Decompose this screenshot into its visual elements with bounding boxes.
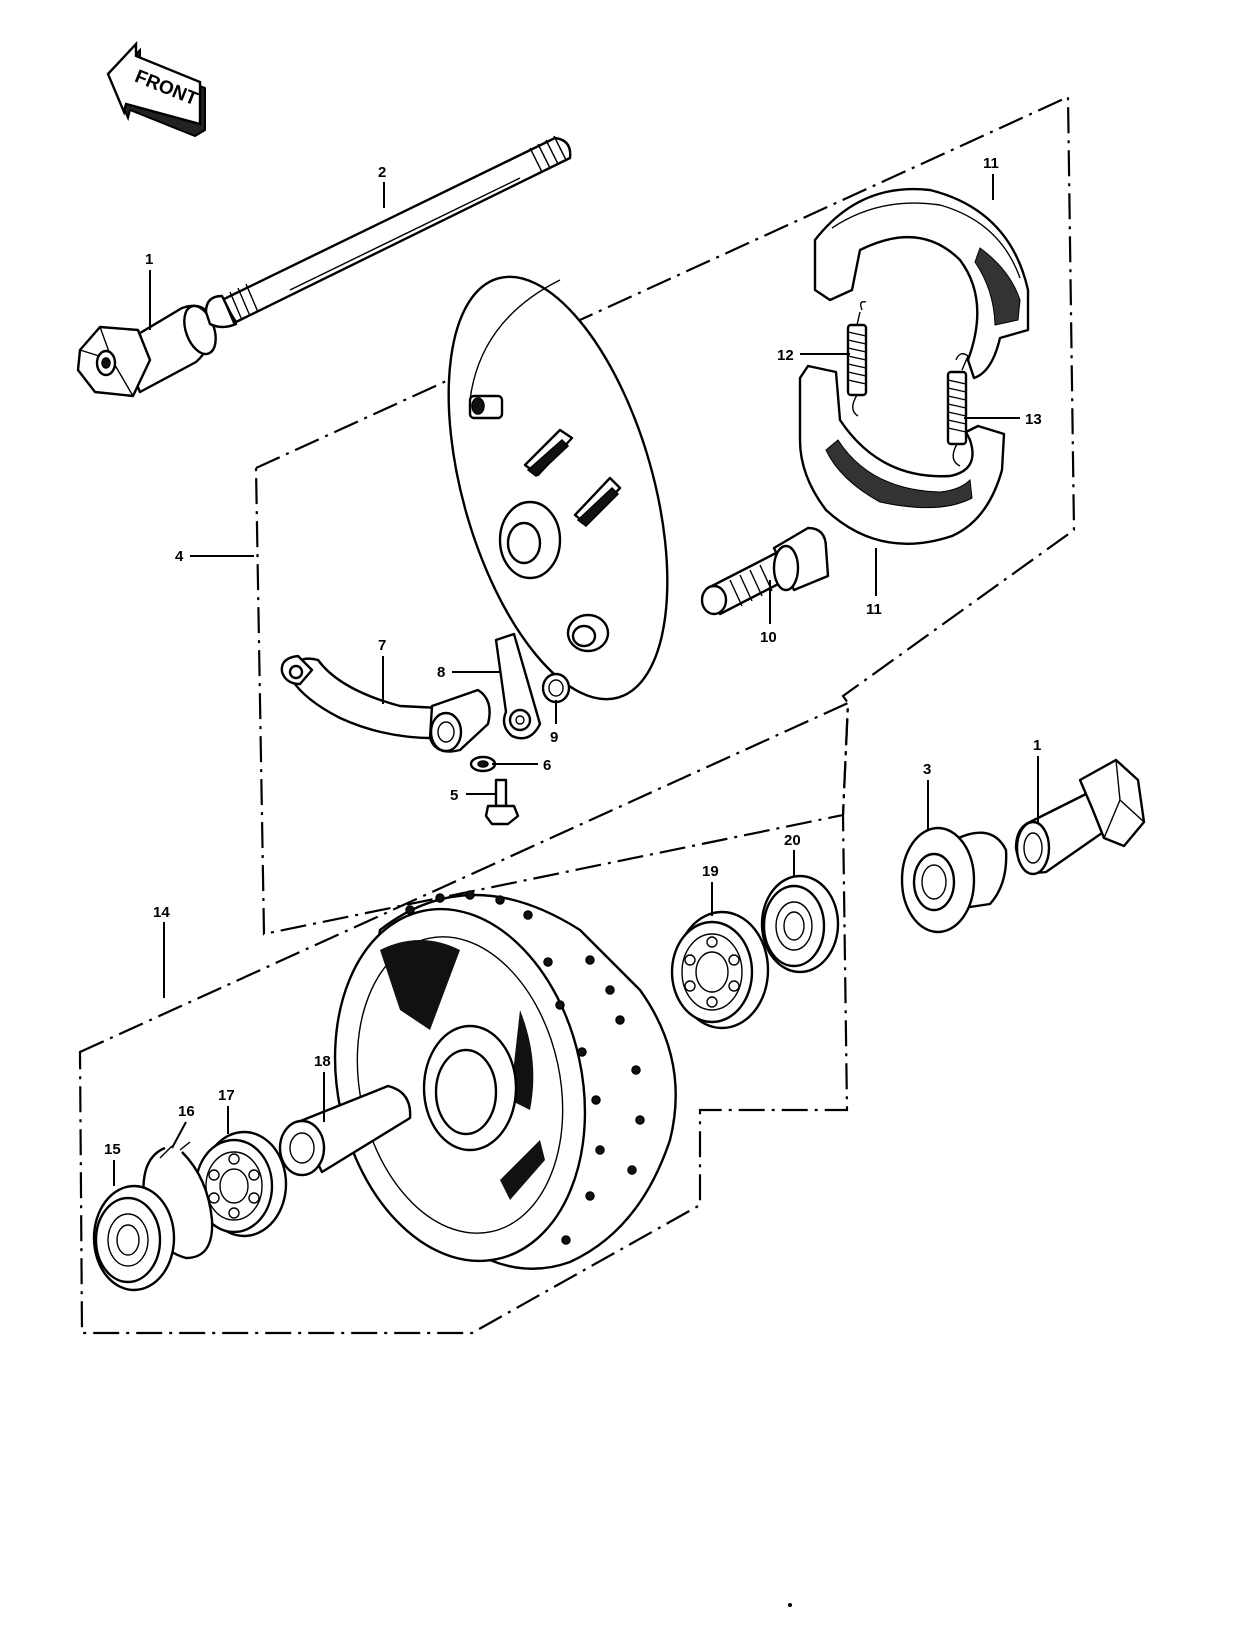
callout-20: 20 (784, 832, 801, 849)
callout-3: 3 (923, 761, 931, 778)
callout-8: 8 (437, 664, 445, 681)
callout-1-left: 1 (145, 251, 153, 268)
scan-speck (788, 1603, 792, 1607)
callout-17: 17 (218, 1087, 235, 1104)
axle-bolt-right (1014, 758, 1146, 876)
callout-12: 12 (777, 347, 794, 364)
callout-5: 5 (450, 787, 458, 804)
grease-seal-20 (760, 874, 840, 974)
wear-indicator-plate (494, 632, 542, 740)
brake-cam-shaft (700, 526, 830, 616)
callout-14: 14 (153, 904, 170, 921)
brake-shoe-upper (813, 187, 1030, 380)
front-hub-14 (333, 890, 677, 1270)
callout-7: 7 (378, 637, 386, 654)
callout-11-lower: 11 (866, 601, 882, 618)
hub-group-outline (78, 701, 850, 1335)
callout-11-upper: 11 (983, 155, 999, 172)
leader-lines (113, 174, 1039, 1186)
callout-13: 13 (1025, 411, 1042, 428)
grease-seal-15 (92, 1184, 176, 1292)
callout-19: 19 (702, 863, 719, 880)
distance-collar-18 (278, 1084, 412, 1177)
front-direction-arrow: FRONT (106, 40, 206, 138)
callout-numbers: 1 2 4 11 12 13 10 11 7 8 9 6 5 3 1 19 20… (104, 155, 1042, 1158)
callout-4: 4 (175, 548, 184, 565)
callout-1-right: 1 (1033, 737, 1041, 754)
callout-2: 2 (378, 164, 386, 181)
front-axle-shaft (204, 135, 572, 329)
brake-panel-group-outline (254, 95, 1076, 936)
callout-10: 10 (760, 629, 777, 646)
brake-shoe-lower (798, 364, 1006, 545)
bearing-19 (670, 910, 770, 1030)
washer-6 (469, 755, 497, 773)
bolt-5 (484, 778, 520, 826)
callout-9: 9 (550, 729, 558, 746)
brake-spring-13 (946, 353, 969, 467)
callout-18: 18 (314, 1053, 331, 1070)
o-ring-9 (541, 672, 571, 704)
callout-15: 15 (104, 1141, 121, 1158)
brake-spring-12 (846, 300, 868, 417)
brake-cam-lever (280, 654, 491, 753)
callout-16: 16 (178, 1103, 195, 1120)
callout-6: 6 (543, 757, 551, 774)
brake-panel (447, 275, 669, 701)
axle-collar-3 (900, 826, 1008, 934)
